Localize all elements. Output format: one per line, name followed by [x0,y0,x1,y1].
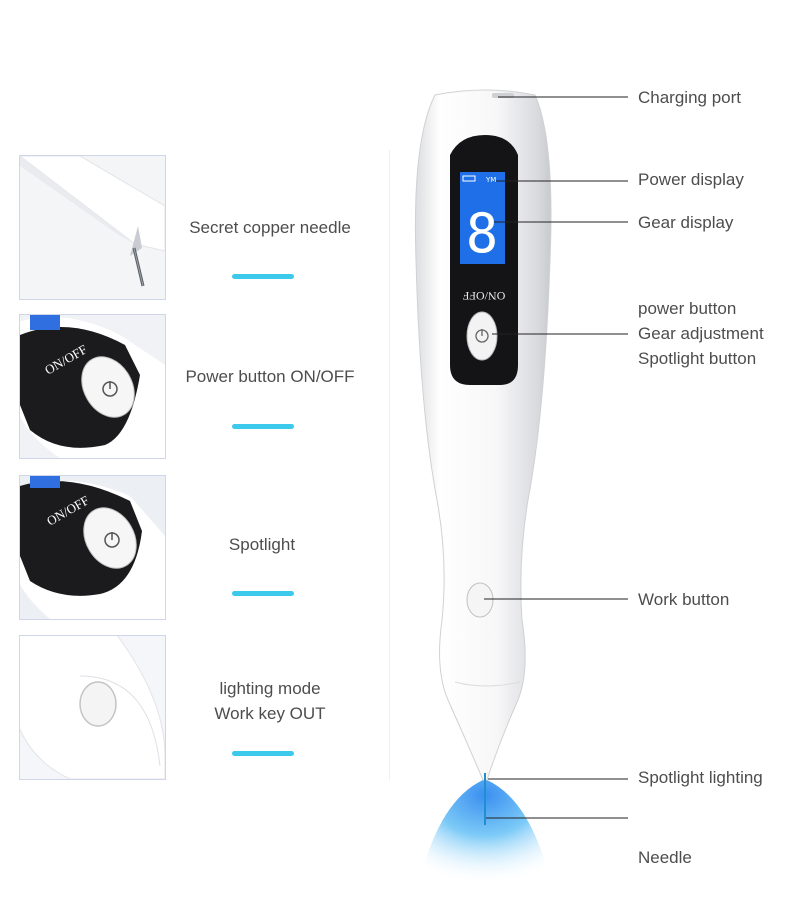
feature-label-power: Power button ON/OFF [170,364,370,389]
feature-text: Secret copper needle [189,218,351,237]
feature-label-lighting: lighting mode Work key OUT [170,676,370,726]
work-button[interactable] [466,582,494,618]
power-button-closeup-image: ON/OFF [20,315,165,458]
lcd-screen [460,172,505,264]
callout-line: Gear adjustment [638,324,764,343]
accent-bar [232,591,294,596]
spotlight-closeup-image: ON/OFF [20,476,165,619]
callout-charging-port: Charging port [638,88,742,107]
mole-removal-pen: YM 8 ON/OFF [414,89,552,880]
work-button-closeup-image [20,636,165,779]
spotlight-beam [420,780,550,880]
gear-digit: 8 [466,202,499,265]
accent-bar [232,751,294,756]
feature-label-spotlight: Spotlight [162,532,362,557]
charging-port[interactable] [492,93,514,98]
feature-text: Work key OUT [214,704,326,723]
on-off-label: ON/OFF [462,289,505,303]
thumb-work-button [19,635,166,780]
divider [389,150,390,780]
callout-line: power button [638,299,737,318]
screen-mark: YM [485,176,496,184]
callout-spotlight-lighting: Spotlight lighting [638,768,763,787]
callout-line: Spotlight button [638,349,757,368]
callout-button-group: power button Gear adjustment Spotlight b… [638,296,764,371]
accent-bar [232,274,294,279]
feature-text: Spotlight [228,535,296,554]
accent-bar [232,424,294,429]
callout-gear-display: Gear display [638,213,734,232]
feature-label-needle: Secret copper needle [170,215,370,240]
callout-power-display: Power display [638,170,744,189]
needle-closeup-image [20,156,165,299]
thumb-power-button: ON/OFF [19,314,166,459]
callout-work-button: Work button [638,590,730,609]
callout-needle: Needle [638,848,692,867]
feature-text: Power button ON/OFF [185,367,355,386]
thumb-spotlight: ON/OFF [19,475,166,620]
battery-icon [462,175,476,182]
feature-text: lighting mode [219,679,321,698]
thumb-needle [19,155,166,300]
